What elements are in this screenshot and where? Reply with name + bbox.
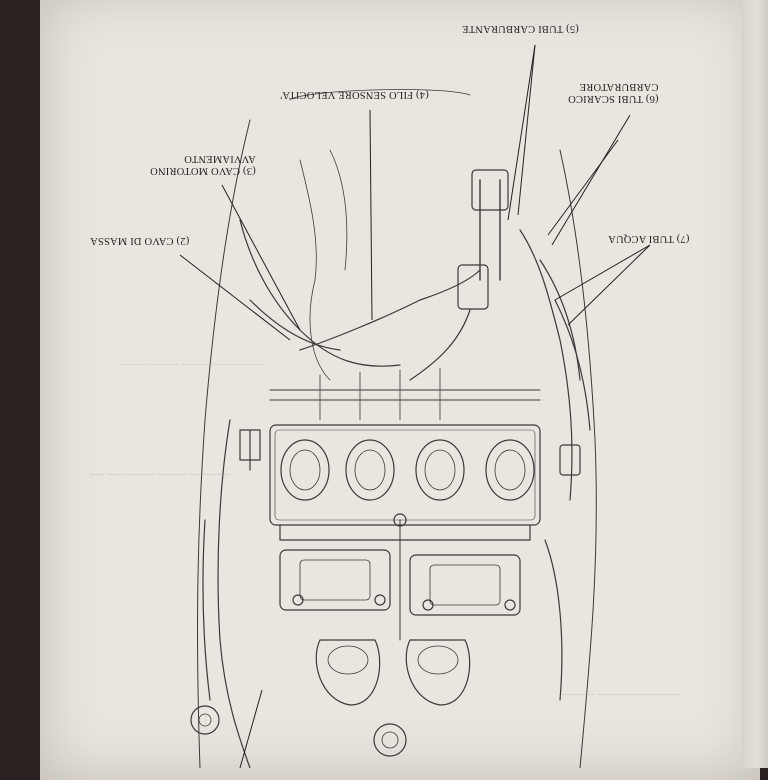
page-edge — [742, 0, 768, 768]
carburetor-3 — [415, 439, 465, 501]
leader-lines — [179, 44, 651, 768]
bleed-through: ──────────── ───── — [560, 690, 680, 700]
callout-speed-sensor: (4) FILO SENSORE VELOCITA' — [280, 89, 429, 100]
carburetor-2 — [345, 439, 395, 501]
carburetor-1 — [280, 439, 330, 501]
bleed-through: ────── ──── ─────── ── — [90, 470, 230, 480]
bleed-through: ──────────── ──── ──── — [120, 360, 264, 370]
callout-starter-cable: (3) CAVO MOTORINO AVVIAMENTO — [150, 153, 256, 176]
carburetor-4 — [485, 439, 535, 501]
callout-drain-tubes: (6) TUBI SCARICO CARBURATORE — [568, 81, 659, 104]
callout-ground-cable: (2) CAVO DI MASSA — [90, 235, 190, 246]
callout-water-tubes: (7) TUBI ACQUA — [608, 233, 690, 244]
callout-fuel-tubes: (5) TUBI CARBURANTE — [462, 23, 579, 34]
